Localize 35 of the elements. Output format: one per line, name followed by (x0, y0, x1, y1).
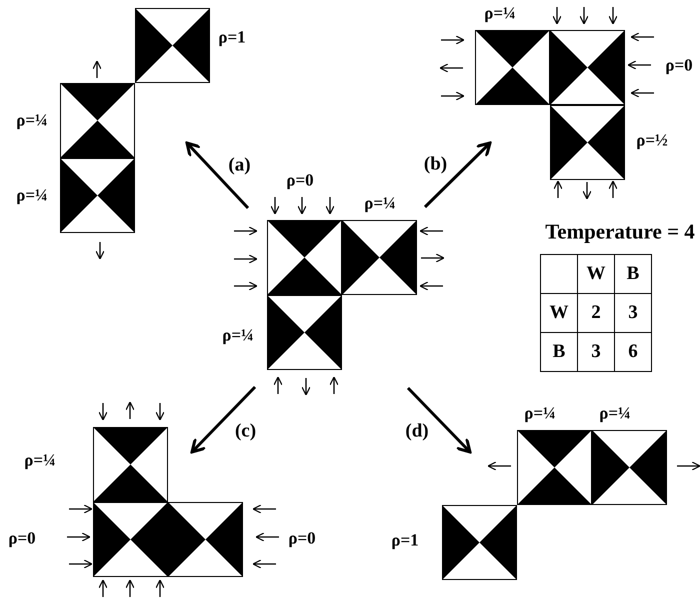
arrow (424, 142, 492, 208)
arrow (406, 386, 472, 454)
temperature-heading: Temperature = 4 (545, 222, 695, 242)
table-cell: 3 (578, 332, 614, 372)
arrow (190, 386, 256, 454)
table-cell: 3 (614, 294, 652, 332)
tile-assembly-drawing (267, 220, 417, 370)
density-label: ρ=¼ (524, 404, 556, 422)
tile-assembly-drawing (475, 30, 625, 180)
density-label: ρ=1 (391, 532, 419, 548)
density-label: ρ=¼ (24, 452, 56, 468)
edge-label: (d) (405, 422, 429, 440)
density-label: ρ=0 (8, 530, 36, 546)
tile-assembly-drawing (60, 8, 210, 233)
density-label: ρ=¼ (599, 404, 631, 422)
density-label: ρ=¼ (16, 112, 48, 128)
tile-assembly-drawing (442, 430, 667, 580)
density-label: ρ=¼ (364, 194, 396, 212)
table-cell: 6 (614, 332, 652, 372)
header-cell: B (614, 254, 652, 294)
edge-label: (a) (228, 155, 251, 174)
edge-label: (c) (234, 421, 256, 440)
density-label: ρ=¼ (16, 186, 48, 204)
density-label: ρ=1 (218, 28, 246, 46)
density-label: ρ=0 (286, 172, 314, 188)
header-cell: W (540, 294, 578, 332)
edge-label: (b) (424, 154, 448, 174)
density-label: ρ=0 (288, 530, 316, 546)
header-cell: B (540, 332, 578, 372)
density-label: ρ=0 (665, 56, 693, 74)
density-label: ρ=¼ (222, 326, 254, 344)
density-label: ρ=¼ (484, 4, 516, 22)
header-cell: W (578, 254, 614, 294)
table-cell: 2 (578, 294, 614, 332)
density-label: ρ=½ (636, 132, 668, 148)
